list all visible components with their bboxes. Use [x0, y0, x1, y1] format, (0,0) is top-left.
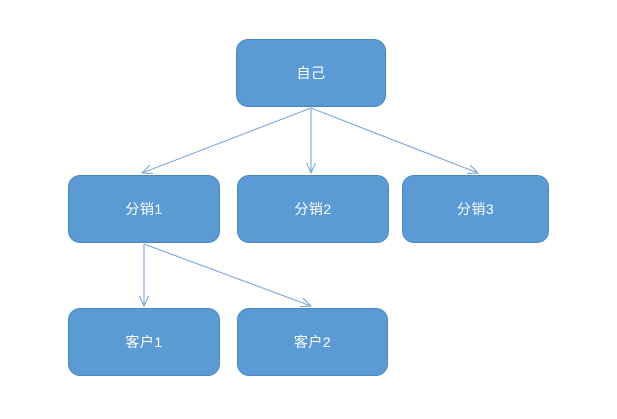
edge-self-to-dist2 [306, 108, 316, 175]
node-label: 分销3 [456, 201, 495, 217]
edge-line [141, 107, 312, 174]
node-label: 自己 [296, 65, 326, 81]
edge-line [143, 243, 312, 307]
edge-line [310, 107, 479, 174]
node-self[interactable]: 自己 [236, 39, 386, 107]
edge-arrowhead [306, 162, 316, 175]
edge-arrowhead [140, 164, 154, 175]
edge-arrowhead [139, 295, 149, 308]
node-label: 客户2 [293, 334, 332, 350]
edge-dist1-to-cust2 [143, 243, 313, 308]
node-customer1[interactable]: 客户1 [68, 308, 220, 376]
edge-self-to-dist3 [310, 107, 480, 175]
edge-self-to-dist1 [140, 107, 312, 175]
node-label: 分销1 [125, 201, 163, 217]
edge-dist1-to-cust1 [139, 244, 149, 308]
node-dist1[interactable]: 分销1 [68, 175, 220, 243]
node-label: 分销2 [294, 201, 332, 217]
node-customer2[interactable]: 客户2 [237, 308, 388, 376]
edge-arrowhead [299, 297, 313, 308]
edge-arrowhead [466, 164, 480, 175]
node-label: 客户1 [125, 334, 163, 350]
node-dist3[interactable]: 分销3 [402, 175, 549, 243]
node-dist2[interactable]: 分销2 [237, 175, 389, 243]
